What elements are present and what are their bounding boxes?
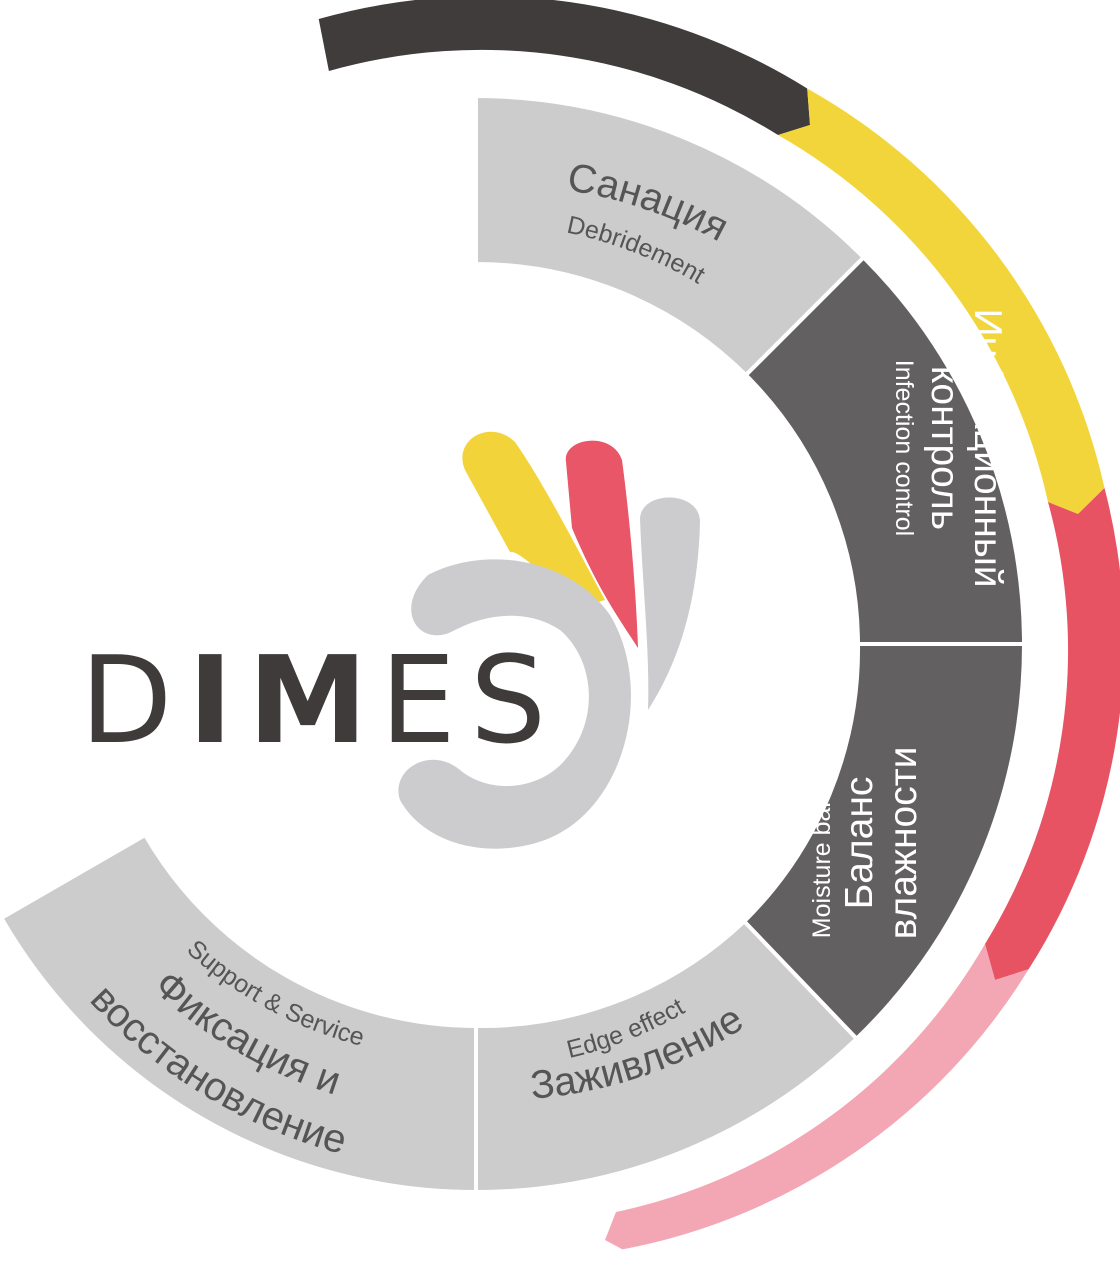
infection-subtitle: Infection control: [890, 360, 918, 537]
label-support-service: Support & Service Фиксация и восстановле…: [82, 934, 367, 1162]
moisture-subtitle: Moisture balance: [808, 748, 836, 938]
moisture-title-line2: влажности: [882, 747, 925, 940]
label-moisture-balance: Moisture balance Баланс влажности: [808, 747, 925, 940]
emblem-finger-grey: [640, 497, 700, 710]
arc-yellow: [778, 88, 1105, 514]
arc-pink: [605, 944, 1029, 1250]
outer-progress-arcs: [318, 0, 1120, 1250]
brand-letter-d: D: [80, 632, 172, 771]
brand-letter-m: M: [248, 632, 367, 771]
ring-segments: [0, 93, 1027, 1195]
emblem-finger-red: [565, 440, 638, 648]
brand-letter-i: I: [188, 632, 233, 771]
label-infection-control: Инфекционный контроль Infection control: [890, 308, 1009, 587]
arc-red: [985, 488, 1120, 980]
moisture-title-line1: Баланс: [838, 777, 881, 910]
infection-title-line1: Инфекционный: [966, 308, 1009, 587]
emblem-swirl: [398, 559, 631, 849]
brand-letter-s: S: [470, 632, 546, 771]
brand-letter-e: E: [380, 632, 456, 771]
emblem-finger-yellow: [462, 431, 605, 608]
infection-title-line2: контроль: [923, 366, 966, 530]
brand-wordmark: D I M E S: [80, 632, 546, 771]
arc-dark: [318, 0, 810, 135]
segment-support-service[interactable]: [0, 832, 478, 1195]
dimes-logo: D I M E S: [80, 431, 700, 849]
emblem-fingers: [462, 431, 700, 710]
